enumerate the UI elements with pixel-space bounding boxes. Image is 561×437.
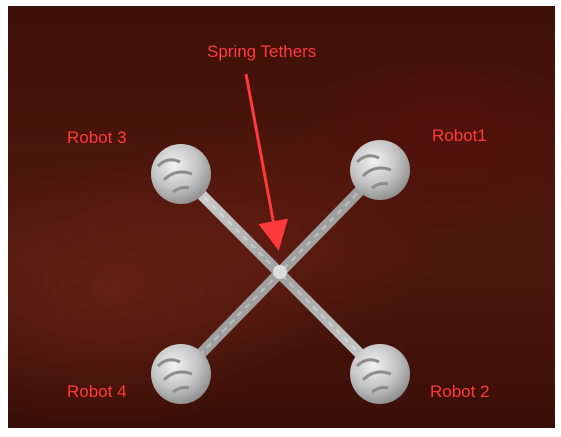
annotation-arrow bbox=[244, 73, 289, 251]
robot-2 bbox=[350, 344, 410, 404]
robot-3 bbox=[151, 144, 211, 204]
robot-4-label: Robot 4 bbox=[67, 382, 127, 401]
robot-1-label: Robot1 bbox=[432, 126, 487, 145]
tether-junction bbox=[273, 265, 287, 279]
robot-1 bbox=[350, 140, 410, 200]
robot-2-label: Robot 2 bbox=[430, 382, 490, 401]
robot-3-label: Robot 3 bbox=[67, 128, 127, 147]
simulation-viewport: Spring Tethers Robot 3 Robot1 Robot 4 Ro… bbox=[8, 6, 555, 428]
spring-tethers-label: Spring Tethers bbox=[207, 42, 317, 61]
robot-4 bbox=[151, 344, 211, 404]
scene-graphics bbox=[151, 73, 410, 404]
spring-tethers bbox=[175, 164, 386, 380]
